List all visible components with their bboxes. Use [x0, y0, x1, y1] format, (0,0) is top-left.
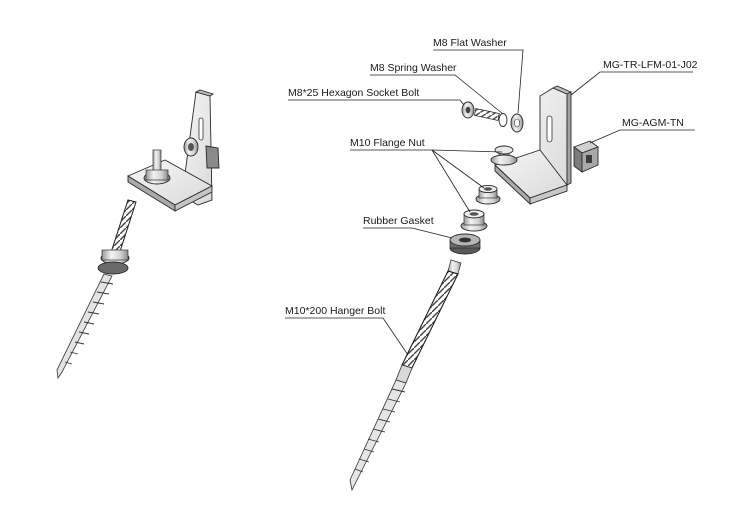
assembled-bracket-edge	[194, 89, 215, 97]
assembled-bracket-slot	[198, 117, 204, 141]
flat-washer-hole	[514, 118, 520, 128]
label-flat-washer: M8 Flat Washer	[433, 37, 507, 49]
leader-flange-nut-c	[431, 149, 471, 213]
spring-washer	[498, 113, 508, 127]
leader-hanger-bolt	[285, 317, 409, 356]
bracket-plate-side-edge	[566, 91, 572, 186]
rubber-gasket	[449, 233, 481, 255]
leader-agm	[589, 129, 695, 144]
label-agm: MG-AGM-TN	[622, 117, 684, 129]
hanger-bolt-machine-thread	[401, 270, 459, 369]
leader-lines	[285, 49, 695, 356]
label-spring-washer: M8 Spring Washer	[370, 62, 457, 74]
assembled-gasket	[97, 261, 129, 275]
bracket-base-right	[529, 184, 568, 205]
hanger-bolt-collar	[395, 364, 413, 384]
bracket	[494, 85, 573, 206]
leader-bracket	[570, 71, 693, 96]
hanger-bolt	[349, 259, 462, 492]
socket-bolt-recess	[465, 106, 471, 114]
bracket-slot	[546, 115, 553, 143]
assembled-screw-threads	[64, 281, 114, 365]
label-bracket: MG-TR-LFM-01-J02	[603, 59, 698, 71]
socket-bolt-shank	[474, 108, 500, 121]
hanger-bolt-wood-thread-lines	[354, 388, 406, 473]
exploded-view: M8 Flat Washer M8 Spring Washer MG-TR-LF…	[285, 37, 698, 492]
assembled-top-stud	[152, 149, 162, 173]
hanger-bolt-wood-thread	[349, 379, 407, 492]
agm-clamp	[573, 140, 599, 173]
leader-spring-washer	[370, 74, 504, 115]
label-flange-nut: M10 Flange Nut	[350, 137, 425, 149]
leader-flat-washer	[433, 49, 524, 114]
flange-nut-lower-hole	[469, 212, 479, 216]
agm-clamp-hole	[586, 155, 592, 163]
callout-labels: M8 Flat Washer M8 Spring Washer MG-TR-LF…	[285, 37, 698, 317]
flat-washer	[510, 113, 524, 133]
assembled-lower-nut-body	[101, 249, 129, 261]
leader-flange-nut-a	[350, 149, 503, 153]
rubber-gasket-hole	[459, 237, 471, 243]
label-socket-bolt: M8*25 Hexagon Socket Bolt	[288, 87, 419, 99]
label-hanger-bolt: M10*200 Hanger Bolt	[285, 305, 385, 317]
assembled-socket-recess	[188, 143, 194, 151]
leader-socket-bolt	[288, 99, 465, 106]
assembled-flange-nut-body	[145, 169, 169, 181]
flange-nut-top-flange	[490, 154, 518, 166]
leader-flange-nut-b	[431, 149, 485, 189]
flange-nut-lower	[460, 209, 488, 232]
assembled-agm-block	[205, 145, 220, 169]
flange-nut-top	[490, 145, 518, 166]
assembled-view	[56, 89, 220, 380]
label-gasket: Rubber Gasket	[363, 215, 434, 227]
leader-gasket	[363, 227, 453, 239]
flange-nut-mid	[475, 184, 501, 205]
flange-nut-top-face	[494, 145, 514, 155]
assembled-bracket-base-front	[174, 185, 213, 212]
socket-bolt	[461, 101, 500, 121]
flange-nut-mid-hole	[484, 187, 492, 191]
